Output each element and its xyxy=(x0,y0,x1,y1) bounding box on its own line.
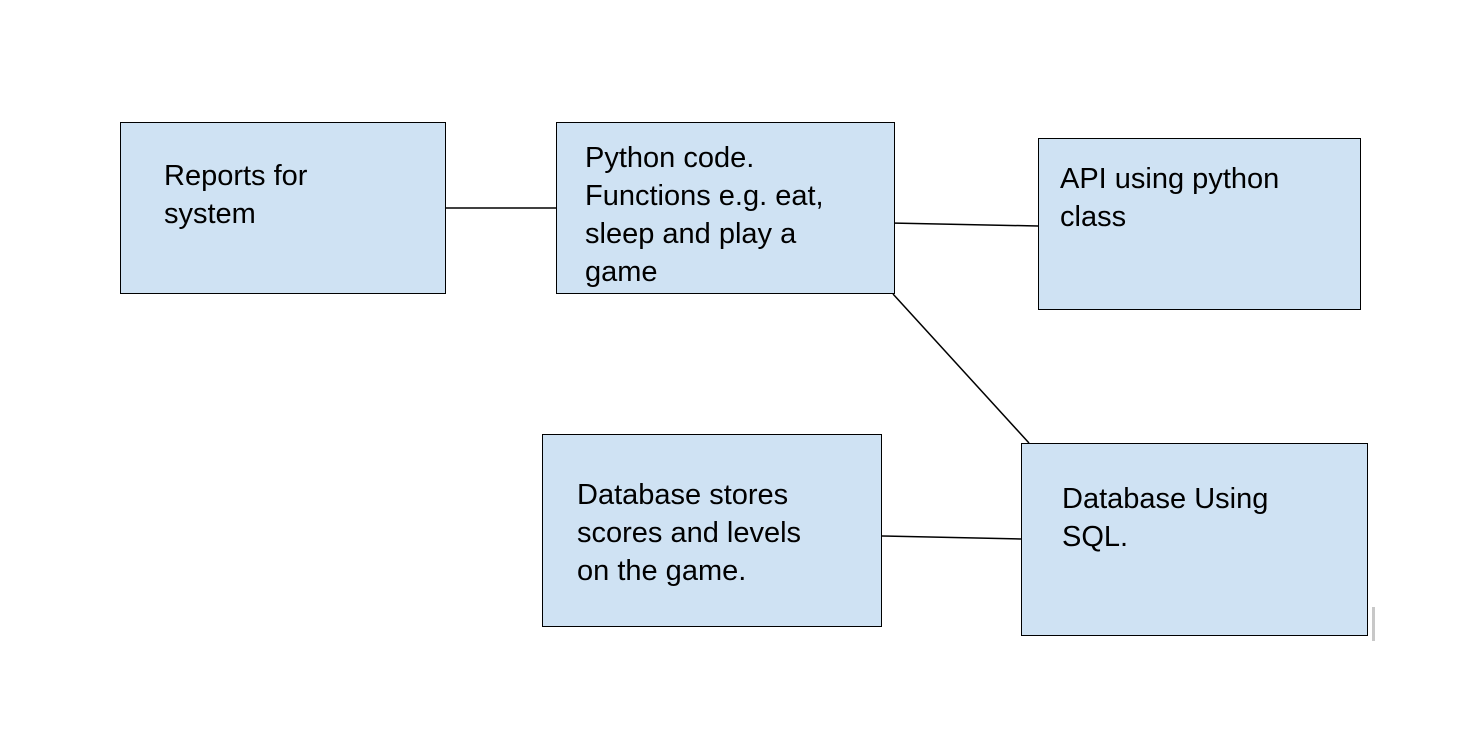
node-api[interactable]: API using python class xyxy=(1038,138,1361,310)
text-cursor xyxy=(1372,607,1375,641)
edge-python-to-db-sql xyxy=(892,293,1030,444)
node-python-code[interactable]: Python code. Functions e.g. eat, sleep a… xyxy=(556,122,895,294)
node-database-sql-label: Database Using SQL. xyxy=(1062,483,1269,553)
node-api-label: API using python class xyxy=(1060,163,1280,233)
node-python-code-label: Python code. Functions e.g. eat, sleep a… xyxy=(585,142,824,288)
node-reports[interactable]: Reports for system xyxy=(120,122,446,294)
edge-db-stores-to-db-sql xyxy=(881,535,1022,540)
node-database-stores-label: Database stores scores and levels on the… xyxy=(577,479,802,587)
node-database-sql[interactable]: Database Using SQL. xyxy=(1021,443,1368,636)
node-database-stores[interactable]: Database stores scores and levels on the… xyxy=(542,434,882,627)
node-reports-label: Reports for system xyxy=(164,160,308,230)
edge-python-to-api xyxy=(889,222,1039,227)
